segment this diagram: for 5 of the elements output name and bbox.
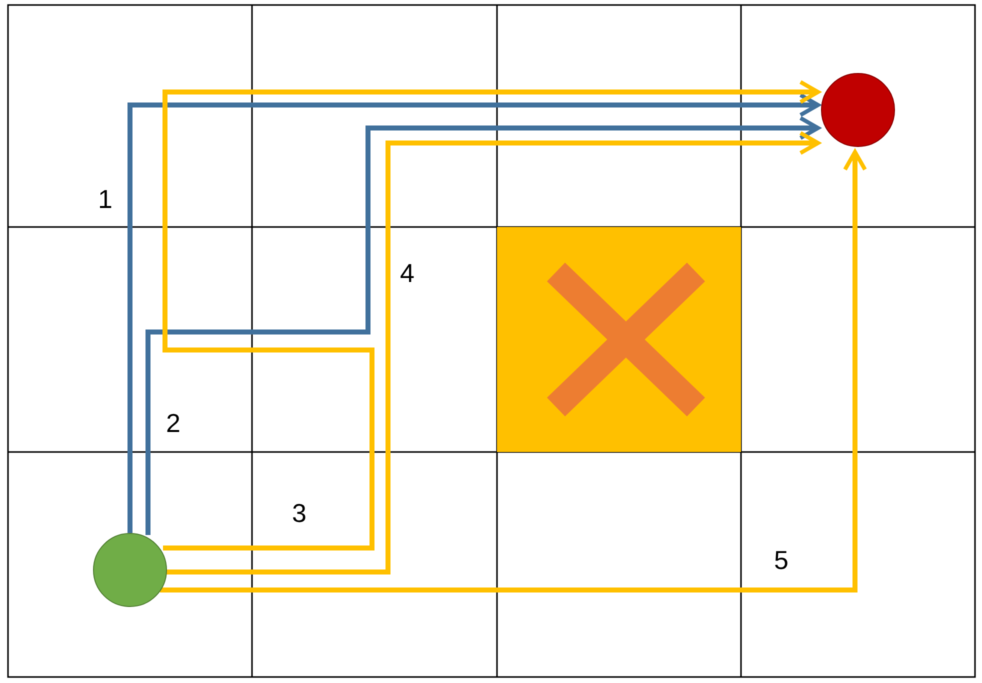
path-number: 3 (292, 500, 306, 526)
path-number: 5 (774, 547, 788, 573)
path-number: 4 (400, 260, 414, 286)
path-number: 1 (98, 186, 112, 212)
path-number: 2 (166, 410, 180, 436)
